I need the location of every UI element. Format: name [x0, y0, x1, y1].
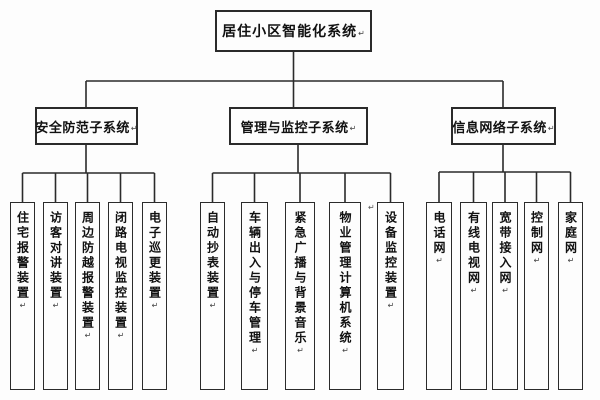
leaf-control-net: 控制网↵ [524, 202, 549, 390]
return-mark: ↵ [250, 346, 260, 355]
node-label: 车辆出入与停车管理 [247, 211, 262, 346]
return-mark: ↵ [116, 331, 126, 340]
node-management-subsystem: 管理与监控子系统↵ [229, 107, 368, 145]
node-label: 宽带接入网 [498, 211, 512, 286]
node-label: 访客对讲装置 [48, 211, 63, 301]
leaf-perimeter-alarm: 周边防越报警装置↵ [75, 202, 100, 390]
node-label: 有线电视网 [466, 211, 481, 286]
leaf-property-computer: 物业管理计算机系统↵ [329, 202, 361, 390]
return-mark: ↵ [469, 286, 479, 295]
stray-return-mark: ↵ [368, 203, 375, 212]
node-label: 居住小区智能化系统 [222, 23, 358, 39]
return-mark: ↵ [358, 28, 365, 38]
leaf-vehicle-parking: 车辆出入与停车管理↵ [241, 202, 268, 390]
leaf-patrol: 电子巡更装置↵ [142, 202, 167, 390]
return-mark: ↵ [341, 346, 350, 355]
node-label: 闭路电视监控装置 [113, 211, 128, 331]
leaf-broadcast-music: 紧急广播与背景音乐↵ [285, 202, 315, 390]
leaf-equipment-monitor: 设备监控装置↵ [377, 202, 404, 390]
leaf-home-alarm: 住宅报警装置↵ [10, 202, 35, 390]
leaf-cable-tv-net: 有线电视网↵ [460, 202, 487, 390]
return-mark: ↵ [83, 331, 93, 340]
return-mark: ↵ [349, 123, 357, 133]
node-label: 物业管理计算机系统 [338, 211, 352, 346]
node-label: 设备监控装置 [383, 211, 398, 301]
return-mark: ↵ [51, 301, 61, 310]
leaf-meter-reading: 自动抄表装置↵ [200, 202, 225, 390]
node-network-subsystem: 信息网络子系统↵ [451, 107, 556, 145]
node-label: 住宅报警装置 [15, 211, 30, 301]
return-mark: ↵ [208, 301, 218, 310]
return-mark: ↵ [150, 301, 160, 310]
node-label: 电话网 [432, 211, 446, 256]
return-mark: ↵ [435, 256, 444, 265]
return-mark: ↵ [501, 286, 510, 295]
node-label: 信息网络子系统 [452, 119, 547, 135]
leaf-cctv-monitor: 闭路电视监控装置↵ [108, 202, 133, 390]
return-mark: ↵ [547, 123, 555, 133]
node-label: 管理与监控子系统 [240, 119, 349, 135]
node-label: 家庭网 [563, 211, 578, 256]
node-security-subsystem: 安全防范子系统↵ [35, 107, 138, 145]
node-label: 周边防越报警装置 [80, 211, 95, 331]
node-label: 控制网 [529, 211, 544, 256]
leaf-home-net: 家庭网↵ [558, 202, 583, 390]
return-mark: ↵ [566, 256, 576, 265]
return-mark: ↵ [386, 301, 396, 310]
return-mark: ↵ [130, 123, 138, 133]
node-label: 紧急广播与背景音乐 [293, 211, 307, 346]
return-mark: ↵ [296, 346, 305, 355]
return-mark: ↵ [18, 301, 28, 310]
node-label: 安全防范子系统 [35, 119, 130, 135]
node-label: 电子巡更装置 [147, 211, 162, 301]
node-root: 居住小区智能化系统↵ [215, 10, 372, 52]
leaf-visitor-intercom: 访客对讲装置↵ [43, 202, 68, 390]
leaf-broadband-net: 宽带接入网↵ [492, 202, 518, 390]
node-label: 自动抄表装置 [205, 211, 220, 301]
return-mark: ↵ [532, 256, 542, 265]
leaf-telephone-net: 电话网↵ [426, 202, 452, 390]
